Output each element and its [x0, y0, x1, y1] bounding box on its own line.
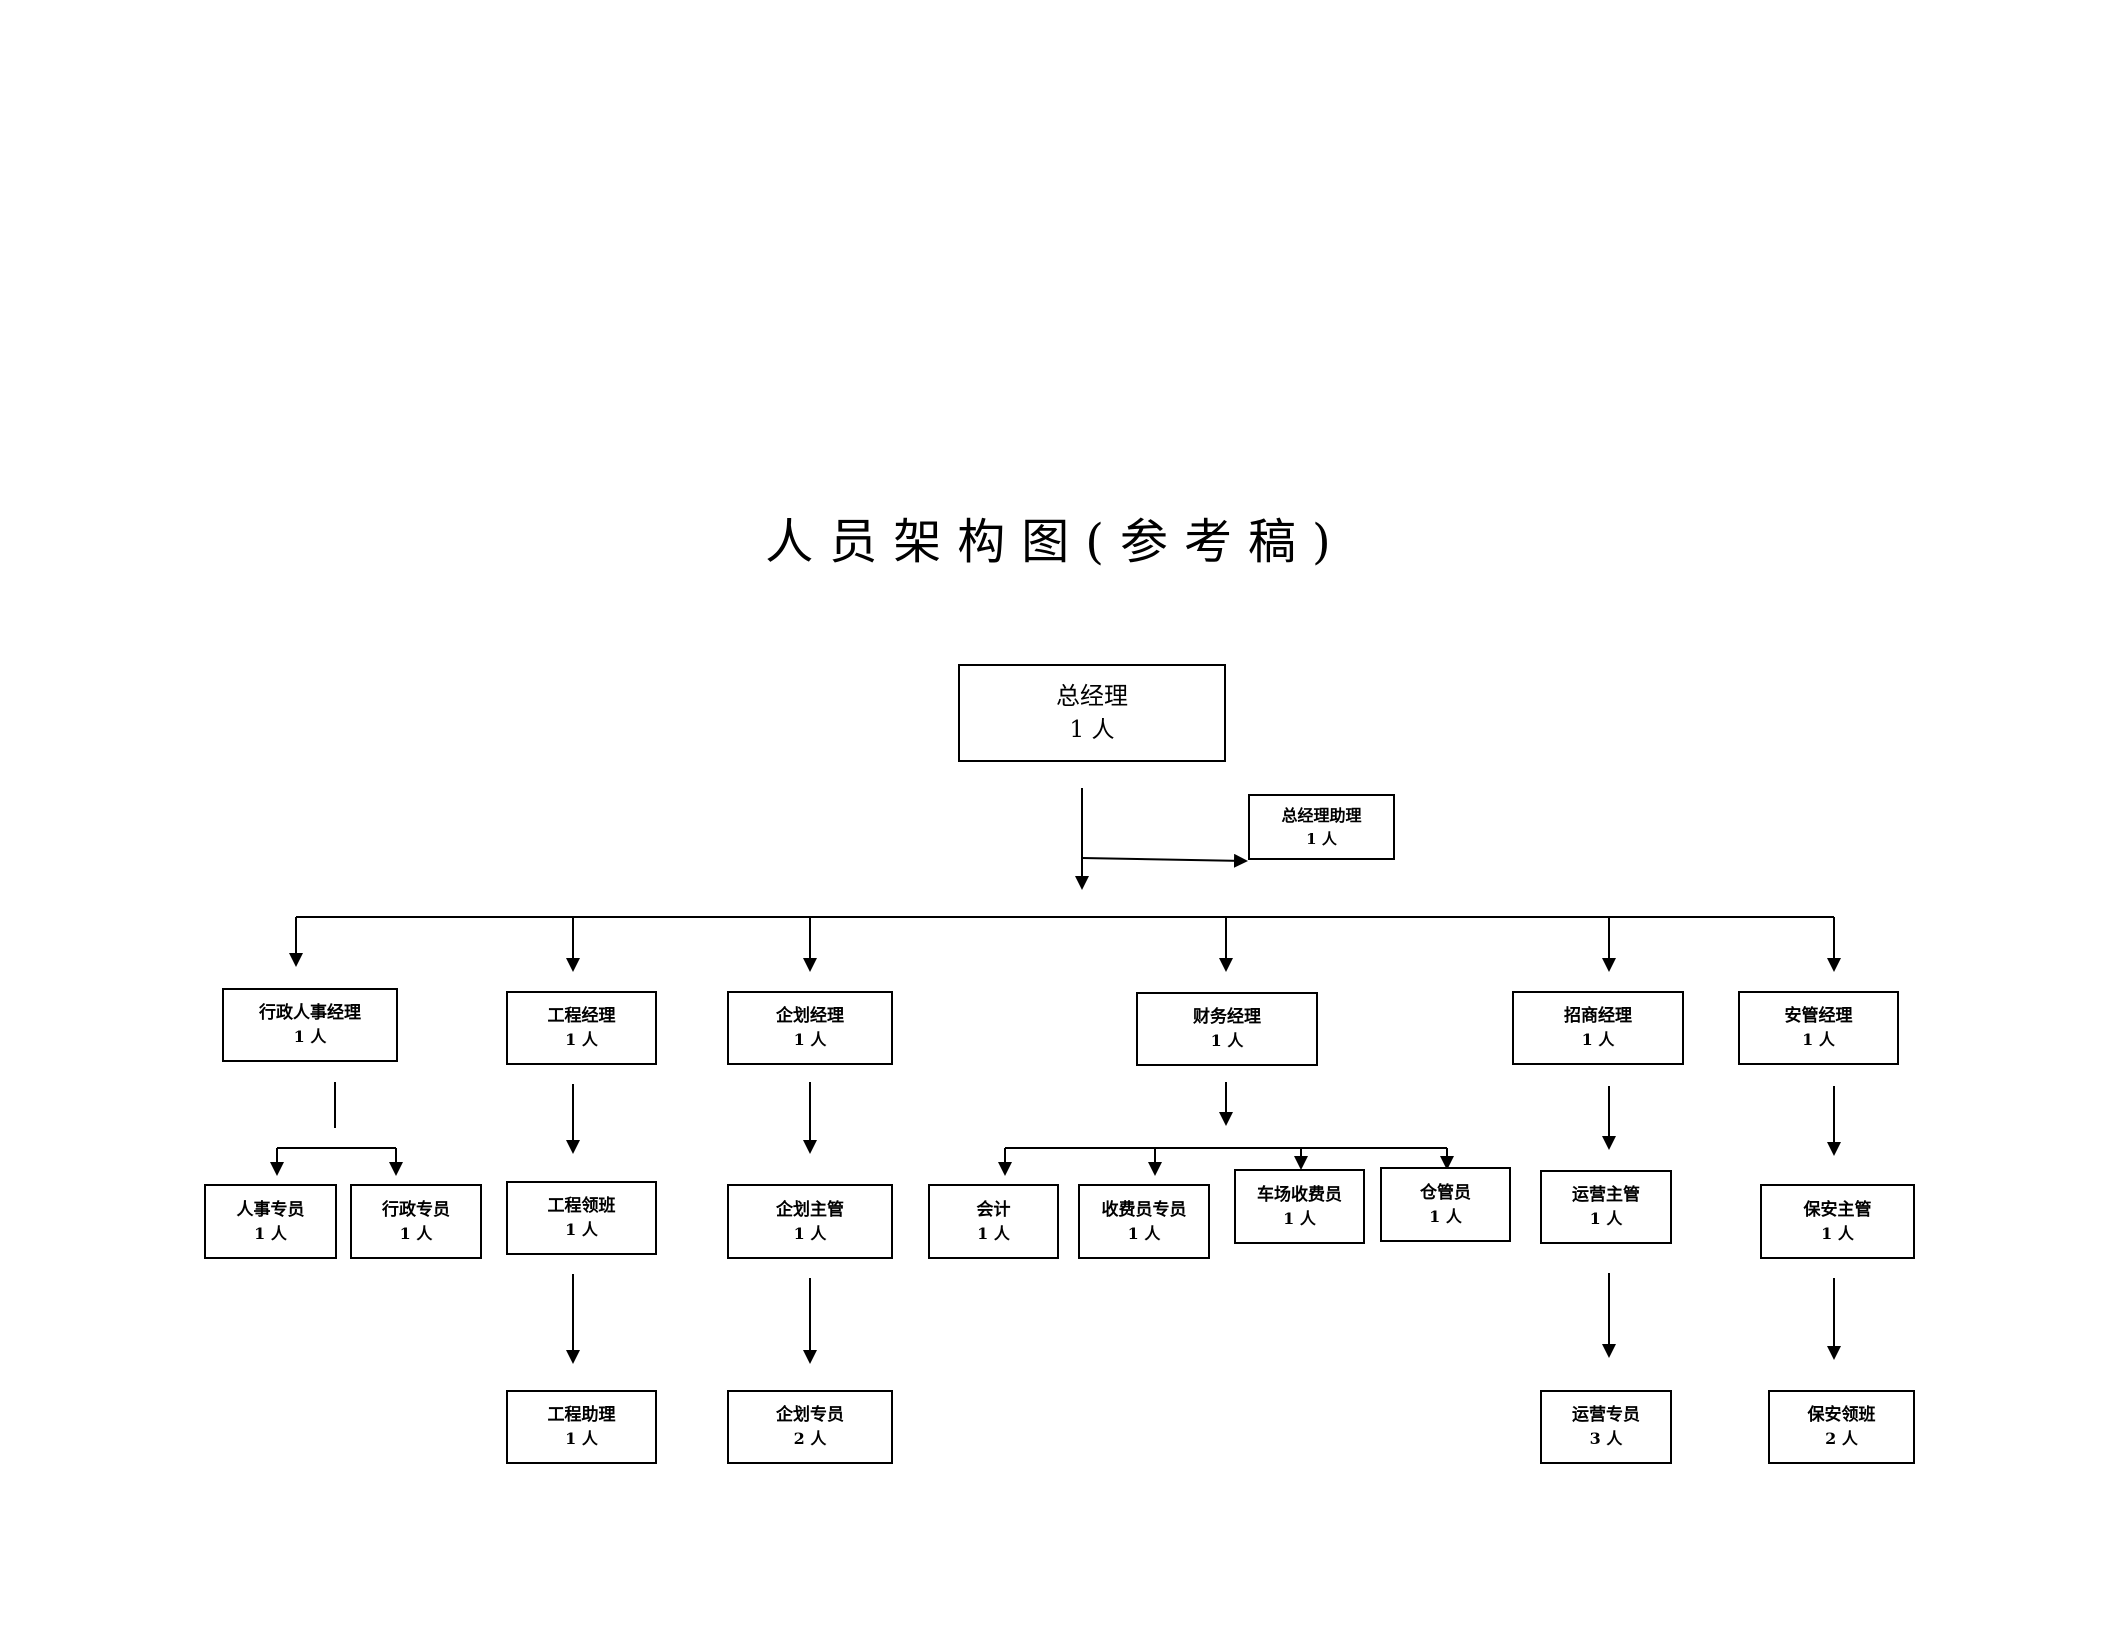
node-role: 仓管员: [1420, 1182, 1471, 1203]
node-count: 1 人: [565, 1030, 598, 1049]
node-operations-supervisor: 运营主管 1 人: [1540, 1170, 1672, 1244]
node-warehouse-keeper: 仓管员 1 人: [1380, 1167, 1511, 1242]
node-role: 车场收费员: [1257, 1184, 1342, 1205]
node-parking-cashier: 车场收费员 1 人: [1234, 1169, 1365, 1244]
node-hr-specialist: 人事专员 1 人: [204, 1184, 337, 1259]
node-count: 1 人: [1127, 1223, 1161, 1243]
node-count: 1 人: [1581, 1030, 1615, 1049]
node-role: 保安领班: [1807, 1405, 1876, 1425]
node-engineering-manager: 工程经理 1 人: [506, 991, 657, 1065]
node-planning-manager: 企划经理 1 人: [727, 991, 893, 1065]
node-security-manager: 安管经理 1 人: [1738, 991, 1899, 1065]
node-planning-specialist: 企划专员 2 人: [727, 1390, 893, 1464]
node-count: 2 人: [793, 1429, 827, 1448]
node-role: 企划经理: [776, 1006, 844, 1026]
node-count: 2 人: [1825, 1429, 1858, 1448]
node-engineering-foreman: 工程领班 1 人: [506, 1181, 657, 1255]
node-role: 行政人事经理: [259, 1003, 361, 1023]
node-security-foreman: 保安领班 2 人: [1768, 1390, 1915, 1464]
node-count: 3 人: [1589, 1429, 1623, 1448]
node-role: 运营主管: [1572, 1185, 1640, 1205]
node-count: 1 人: [565, 1220, 598, 1239]
node-role: 招商经理: [1564, 1006, 1632, 1026]
connector-gm-assistant: [1081, 853, 1248, 868]
node-role: 企划主管: [776, 1199, 844, 1220]
node-count: 1 人: [977, 1223, 1010, 1243]
node-role: 财务经理: [1193, 1007, 1261, 1027]
node-role: 工程领班: [547, 1196, 616, 1216]
node-count: 1 人: [1429, 1206, 1462, 1226]
node-count: 1 人: [1069, 717, 1115, 743]
node-role: 会计: [976, 1199, 1011, 1220]
node-admin-hr-manager: 行政人事经理 1 人: [222, 988, 398, 1062]
node-finance-manager: 财务经理 1 人: [1136, 992, 1318, 1066]
node-general-manager: 总经理 1 人: [958, 664, 1226, 762]
node-engineering-assistant: 工程助理 1 人: [506, 1390, 657, 1464]
node-count: 1 人: [793, 1030, 827, 1049]
node-accountant: 会计 1 人: [928, 1184, 1059, 1259]
node-leasing-manager: 招商经理 1 人: [1512, 991, 1684, 1065]
node-role: 总经理: [1056, 682, 1128, 710]
node-role: 企划专员: [776, 1405, 844, 1425]
chart-title: 人员架构图(参考稿): [765, 514, 1347, 570]
node-planning-supervisor: 企划主管 1 人: [727, 1184, 893, 1259]
node-role: 运营专员: [1572, 1405, 1640, 1425]
node-role: 保安主管: [1803, 1199, 1872, 1220]
node-count: 1 人: [254, 1223, 287, 1243]
node-admin-specialist: 行政专员 1 人: [350, 1184, 482, 1259]
node-count: 1 人: [293, 1027, 327, 1046]
node-operations-specialist: 运营专员 3 人: [1540, 1390, 1672, 1464]
node-count: 1 人: [1821, 1223, 1854, 1243]
node-count: 1 人: [1306, 830, 1337, 848]
node-gm-assistant: 总经理助理 1 人: [1248, 794, 1395, 860]
node-role: 工程助理: [547, 1405, 616, 1425]
node-role: 安管经理: [1784, 1006, 1853, 1026]
node-role: 收费员专员: [1101, 1199, 1187, 1220]
node-count: 1 人: [793, 1223, 827, 1243]
node-count: 1 人: [565, 1429, 598, 1448]
node-role: 工程经理: [547, 1006, 616, 1026]
node-role: 行政专员: [382, 1199, 450, 1220]
node-count: 1 人: [1802, 1030, 1835, 1049]
node-count: 1 人: [1283, 1208, 1316, 1228]
node-role: 人事专员: [236, 1199, 305, 1220]
node-count: 1 人: [1589, 1209, 1623, 1228]
node-cashier-specialist: 收费员专员 1 人: [1078, 1184, 1210, 1259]
node-role: 总经理助理: [1281, 806, 1362, 825]
node-security-supervisor: 保安主管 1 人: [1760, 1184, 1915, 1259]
node-count: 1 人: [1210, 1031, 1244, 1050]
node-count: 1 人: [399, 1223, 433, 1243]
